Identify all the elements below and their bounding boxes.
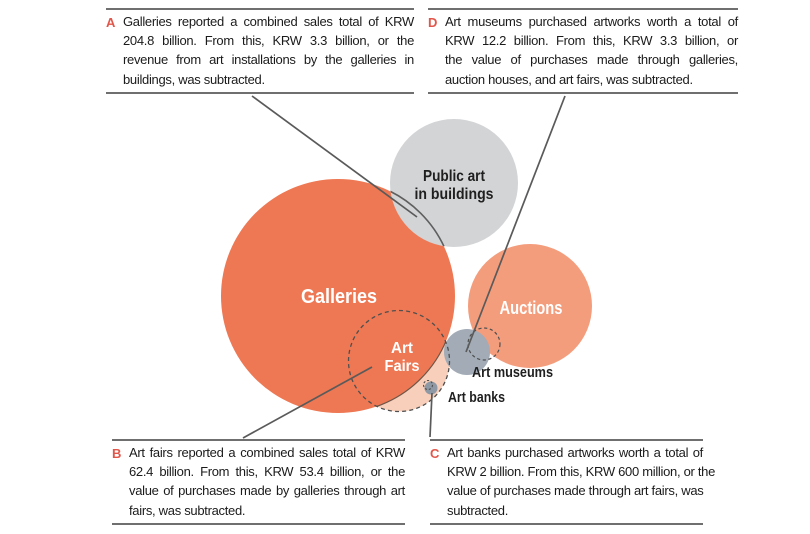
callout-line-a xyxy=(251,95,418,218)
annotation-a: A Galleries reported a combined sales to… xyxy=(106,8,414,94)
art-fairs-label-line1: Art xyxy=(391,340,414,357)
art-banks-dashed-outline xyxy=(422,379,434,391)
auctions-label: Auctions xyxy=(500,298,563,318)
annotation-c-text-line: value of purchases made through art fair… xyxy=(447,483,704,499)
galleries-label: Galleries xyxy=(301,286,377,308)
art-fairs-dashed-outline xyxy=(347,309,451,413)
annotation-c: C Art banks purchased artworks worth a t… xyxy=(430,439,716,525)
annotation-d-text-line: auction houses, and art fairs, was subtr… xyxy=(445,71,693,87)
annotation-b-text-line: fairs, was subtracted. xyxy=(129,502,246,518)
annotation-c-marker: C xyxy=(430,446,440,461)
annotation-d-marker: D xyxy=(428,15,438,30)
annotation-a-text-line: buildings, was subtracted. xyxy=(123,71,265,87)
annotation-c-text-line: KRW 2 billion. From this, KRW 600 millio… xyxy=(447,464,716,480)
annotation-b-marker: B xyxy=(112,446,122,461)
annotation-d-text-line: the value of purchases made through gall… xyxy=(445,52,738,68)
annotation-a-text-line: revenue from art installations by the ga… xyxy=(123,52,414,68)
annotation-a-text-line: Galleries reported a combined sales tota… xyxy=(123,14,414,29)
annotation-a-marker: A xyxy=(106,15,116,30)
art-museums-dashed-outline xyxy=(467,327,501,361)
art-banks-label: Art banks xyxy=(448,389,505,406)
annotation-d-text-line: KRW 12.2 billion. From this, KRW 3.3 bil… xyxy=(445,33,738,49)
annotation-c-text-line: subtracted. xyxy=(447,502,509,518)
art-museums-label: Art museums xyxy=(472,364,553,381)
art-museums-bubble xyxy=(444,329,490,375)
callout-line-c xyxy=(429,392,433,438)
annotation-c-text-line: Art banks purchased artworks worth a tot… xyxy=(447,445,703,460)
annotation-b-text-line: value of purchases made by galleries thr… xyxy=(129,483,405,499)
annotation-b: B Art fairs reported a combined sales to… xyxy=(112,439,405,525)
annotation-a-text-line: 204.8 billion. From this, KRW 3.3 billio… xyxy=(123,33,414,49)
callout-line-d xyxy=(465,95,566,353)
annotation-d-text-line: Art museums purchased artworks worth a t… xyxy=(445,14,738,29)
art-banks-bubble xyxy=(424,381,438,395)
public-art-label-line1: Public art xyxy=(423,168,486,185)
annotation-b-text-line: Art fairs reported a combined sales tota… xyxy=(129,445,405,460)
callout-line-b xyxy=(242,366,373,439)
public-art-label-line2: in buildings xyxy=(415,186,494,203)
annotation-d: D Art museums purchased artworks worth a… xyxy=(428,8,738,94)
galleries-bubble xyxy=(221,179,455,413)
annotation-b-text-line: 62.4 billion. From this, KRW 53.4 billio… xyxy=(129,464,405,480)
art-fairs-label-line2: Fairs xyxy=(385,358,420,375)
